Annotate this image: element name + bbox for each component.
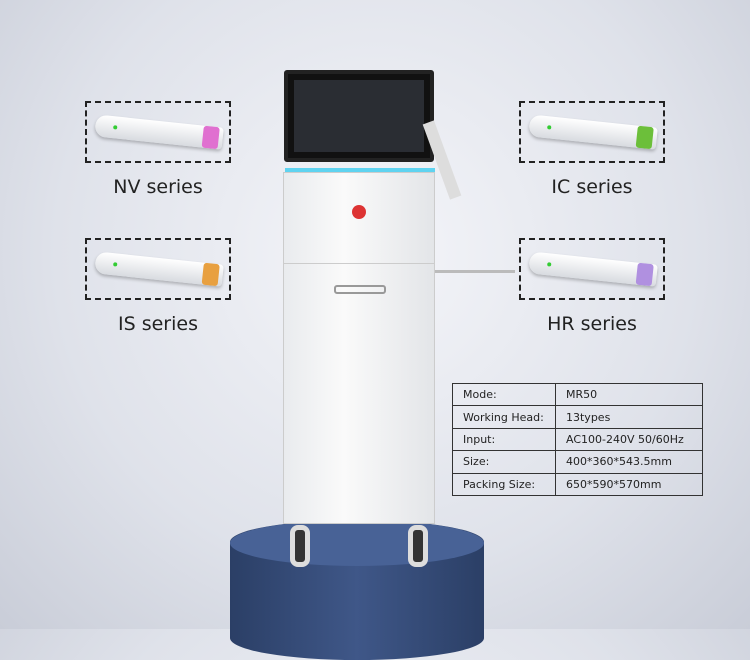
light-strip: [285, 168, 435, 174]
table-row: Size:400*360*543.5mm: [452, 450, 703, 474]
table-row: Packing Size:650*590*570mm: [452, 472, 703, 496]
machine-screen: [284, 70, 434, 162]
drawer-handle: [334, 285, 386, 294]
pedestal-top: [230, 520, 484, 566]
power-button: [352, 205, 366, 219]
table-row: Mode:MR50: [452, 382, 703, 407]
handpiece-image: [94, 114, 224, 150]
series-label: NV series: [113, 176, 203, 198]
series-label: IS series: [118, 313, 198, 335]
table-row: Working Head:13types: [452, 405, 703, 429]
wheel: [290, 525, 310, 567]
handpiece-image: [528, 114, 658, 150]
spec-table: Mode:MR50 Working Head:13types Input:AC1…: [452, 382, 703, 496]
wheel: [408, 525, 428, 567]
machine-cabinet: [283, 172, 435, 524]
table-row: Input:AC100-240V 50/60Hz: [452, 427, 703, 452]
series-label: HR series: [547, 313, 637, 335]
handpiece-image: [528, 251, 658, 287]
handpiece-nv-box: [85, 101, 231, 163]
handpiece-is-box: [85, 238, 231, 300]
handpiece-ic-box: [519, 101, 665, 163]
series-label: IC series: [551, 176, 633, 198]
handpiece-hr-box: [519, 238, 665, 300]
handpiece-image: [94, 251, 224, 287]
side-tray: [435, 270, 515, 273]
